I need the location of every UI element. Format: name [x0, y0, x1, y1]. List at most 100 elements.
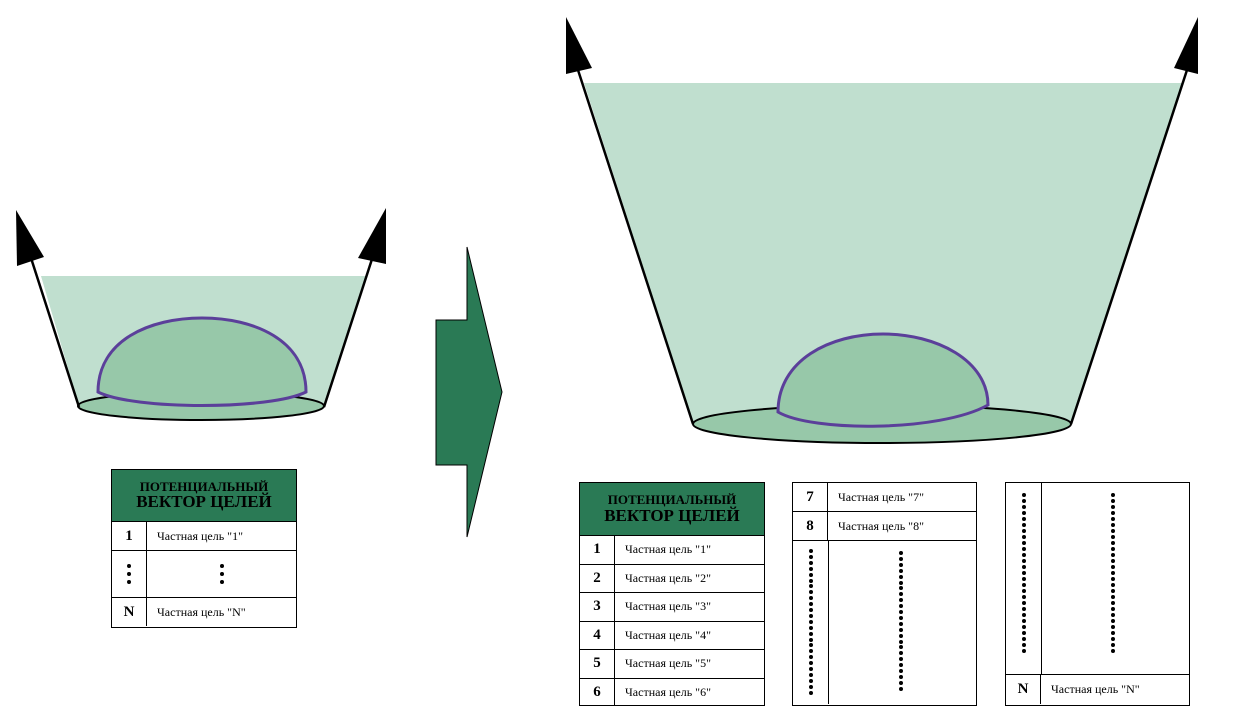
- row-number: 1: [580, 536, 615, 564]
- continuation-dot: [899, 610, 903, 614]
- continuation-dot: [1111, 631, 1115, 635]
- continuation-dot: [899, 627, 903, 632]
- table-row: 8 Частная цель "8": [793, 512, 976, 541]
- row-text: Частная цель "5": [625, 656, 711, 671]
- row-number: 7: [793, 483, 828, 511]
- continuation-dot: [809, 578, 813, 583]
- continuation-dot: [1022, 529, 1026, 533]
- continuation-dot: [1111, 499, 1115, 503]
- row-number: N: [1006, 675, 1041, 704]
- continuation-dot: [809, 625, 813, 630]
- continuation-dot: [1111, 625, 1115, 629]
- continuation-dot: [899, 598, 903, 603]
- table-row: 5 Частная цель "5": [580, 650, 764, 679]
- row-text: Частная цель "6": [625, 684, 711, 699]
- continuation-dot: [1022, 643, 1026, 647]
- row-text: Частная цель "4": [625, 627, 711, 642]
- continuation-dot: [1022, 541, 1026, 545]
- left-header-line2: ВЕКТОР ЦЕЛЕЙ: [136, 492, 272, 512]
- large-dome: [776, 332, 990, 428]
- continuation-dot: [809, 566, 813, 571]
- continuation-dot: [809, 637, 813, 642]
- left-header-line1: ПОТЕНЦИАЛЬНЫЙ: [139, 478, 269, 494]
- row-text: Частная цель "3": [625, 599, 711, 614]
- continuation-dot: [1022, 493, 1026, 497]
- continuation-dot: [1022, 625, 1026, 629]
- transition-arrow: [435, 246, 503, 538]
- continuation-dot: [899, 686, 903, 691]
- continuation-dot: [1111, 541, 1115, 545]
- table-row-ellipsis: [793, 541, 976, 704]
- number-column-divider: [793, 541, 829, 704]
- continuation-dot: [1022, 523, 1026, 527]
- table-row-ellipsis: [112, 551, 296, 598]
- table-row-ellipsis: [1006, 483, 1189, 675]
- continuation-dot: [1111, 607, 1115, 611]
- table-row: 7 Частная цель "7": [793, 483, 976, 512]
- row-text: Частная цель "1": [625, 542, 711, 557]
- continuation-dot: [1111, 517, 1115, 521]
- continuation-dot: [1022, 595, 1026, 599]
- large-funnel-left-wall: [576, 69, 695, 425]
- continuation-dot: [1022, 499, 1026, 503]
- row-text: Частная цель "N": [1051, 682, 1140, 696]
- large-funnel-fill: [584, 83, 1182, 422]
- right-header-line2: ВЕКТОР ЦЕЛЕЙ: [604, 505, 740, 525]
- continuation-dot: [809, 602, 813, 607]
- continuation-dot: [1111, 511, 1115, 515]
- continuation-dot: [1022, 535, 1026, 539]
- continuation-dot: [1111, 619, 1115, 623]
- table-row: 2 Частная цель "2": [580, 564, 764, 593]
- continuation-dot: [809, 655, 813, 660]
- right-goal-table-3: N Частная цель "N": [1005, 482, 1190, 706]
- continuation-dot: [1111, 583, 1115, 587]
- small-right-arrowhead: [358, 208, 386, 264]
- continuation-dot: [809, 584, 813, 589]
- continuation-dot: [809, 649, 813, 654]
- table-row: N Частная цель "N": [1006, 675, 1189, 704]
- large-left-arrowhead: [566, 17, 592, 74]
- continuation-dot: [809, 631, 813, 636]
- right-goal-table-1: ПОТЕНЦИАЛЬНЫЙ ВЕКТОР ЦЕЛЕЙ 1 Частная цел…: [579, 482, 765, 706]
- continuation-dot: [1111, 547, 1115, 551]
- table-row: 1 Частная цель "1": [112, 522, 296, 551]
- continuation-dot: [1111, 571, 1115, 575]
- continuation-dot: [809, 572, 813, 577]
- continuation-dot: [1022, 559, 1026, 563]
- continuation-dot: [1111, 529, 1115, 533]
- continuation-dot: [1022, 583, 1026, 587]
- row-number: 6: [580, 678, 615, 706]
- row-number: 8: [793, 512, 828, 540]
- continuation-dot: [1022, 571, 1026, 575]
- table-row: N Частная цель "N": [112, 598, 296, 626]
- small-left-arrowhead: [16, 210, 44, 266]
- continuation-dot: [809, 608, 813, 612]
- continuation-dot: [809, 684, 813, 689]
- left-table-header: ПОТЕНЦИАЛЬНЫЙ ВЕКТОР ЦЕЛЕЙ: [112, 470, 296, 522]
- continuation-dot: [899, 615, 903, 620]
- continuation-dot: [1111, 565, 1115, 569]
- left-goal-table: ПОТЕНЦИАЛЬНЫЙ ВЕКТОР ЦЕЛЕЙ 1 Частная цел…: [111, 469, 297, 628]
- continuation-dot: [1022, 619, 1026, 623]
- continuation-dot: [1022, 601, 1026, 605]
- continuation-dot: [899, 633, 903, 638]
- continuation-dot: [809, 596, 813, 601]
- row-text-ellipsis: [147, 564, 296, 584]
- large-right-arrowhead: [1174, 17, 1198, 74]
- continuation-dot: [1111, 595, 1115, 599]
- continuation-dot: [809, 590, 813, 595]
- small-funnel-left-wall: [29, 257, 81, 408]
- continuation-dot: [899, 586, 903, 591]
- continuation-dot: [899, 680, 903, 685]
- continuation-dot: [809, 678, 813, 683]
- continuation-dot: [899, 580, 903, 585]
- continuation-dot: [899, 551, 903, 555]
- row-number: 1: [112, 522, 147, 550]
- row-text: Частная цель "1": [157, 528, 243, 543]
- row-number: 5: [580, 650, 615, 678]
- table-row: 1 Частная цель "1": [580, 536, 764, 565]
- continuation-dot: [899, 657, 903, 662]
- continuation-dot: [809, 619, 813, 624]
- small-funnel: [16, 208, 386, 421]
- continuation-dot: [1022, 505, 1026, 509]
